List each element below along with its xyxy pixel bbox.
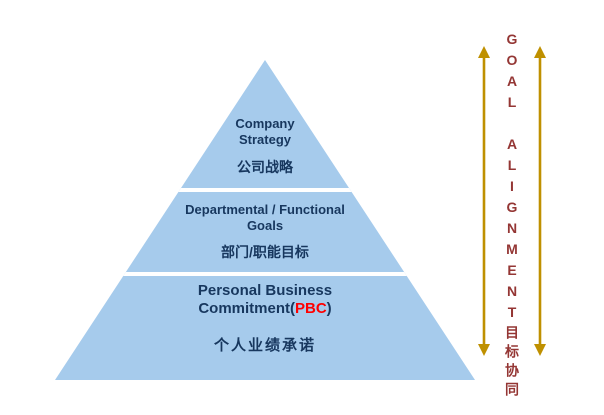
tier3-pbc-red: PBC (295, 300, 327, 317)
tier-divider-2 (55, 272, 475, 276)
tier1-en-line1: Company (235, 116, 295, 131)
tier1-en-line2: Strategy (238, 132, 292, 147)
tier3-en-suffix: ) (326, 300, 332, 317)
pyramid-shape: Company Strategy 公司战略 Departmental / Fun… (55, 60, 475, 380)
tier2-en-line1: Departmental / Functional (185, 202, 345, 217)
goal-alignment-label: GOAL ALIGNMENT目标协同 (504, 30, 520, 401)
tier-personal-business-commitment: Personal Business Commitment(PBC) 个人业绩承诺 (55, 282, 475, 355)
double-arrow-icon-left (478, 45, 490, 356)
tier1-zh: 公司战略 (237, 159, 293, 175)
goal-alignment-column: GOAL ALIGNMENT目标协同 (478, 28, 546, 401)
double-arrow-icon-right (534, 45, 546, 356)
tier-departmental-goals: Departmental / Functional Goals 部门/职能目标 (55, 202, 475, 261)
tier-company-strategy: Company Strategy 公司战略 (55, 116, 475, 176)
tier3-en: Personal Business Commitment(PBC) (160, 282, 370, 318)
tier2-en-line2: Goals (246, 218, 284, 233)
tier2-zh: 部门/职能目标 (221, 244, 309, 260)
tier3-en-prefix: Personal Business Commitment( (197, 282, 333, 317)
tier3-zh: 个人业绩承诺 (213, 337, 316, 354)
tier-divider-1 (55, 188, 475, 192)
